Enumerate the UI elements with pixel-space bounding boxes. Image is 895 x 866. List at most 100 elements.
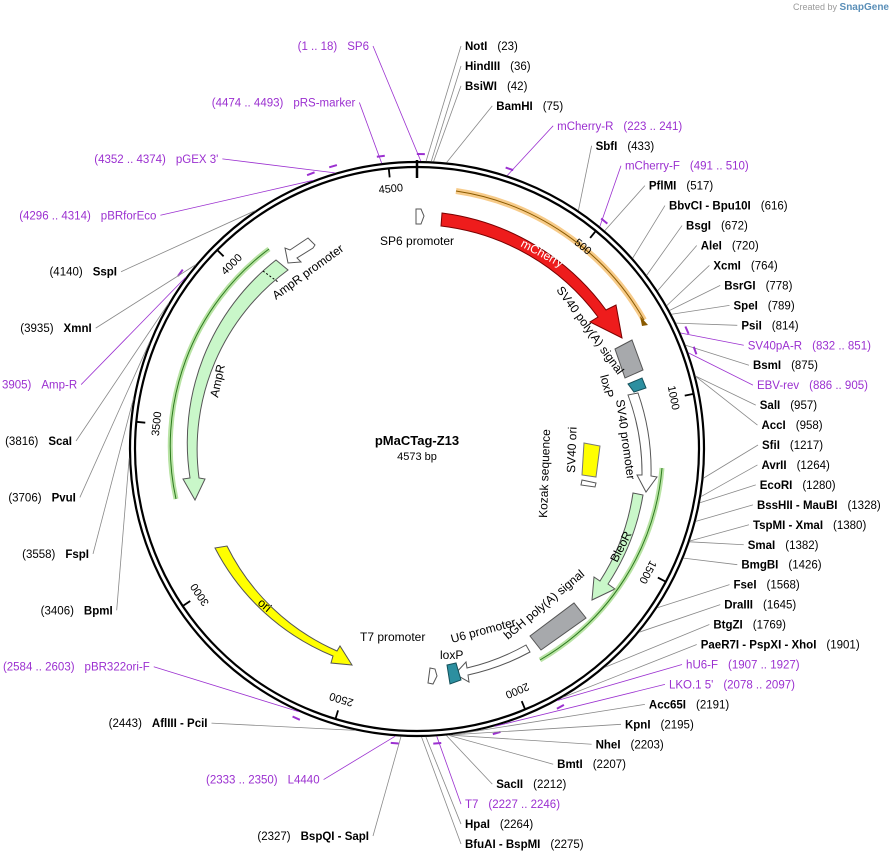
site-name: NotI <box>465 41 487 53</box>
site-label: PsiI(814) <box>741 320 798 332</box>
site-label: (3816)ScaI <box>5 436 72 448</box>
site-label: KpnI (2195) <box>625 719 694 731</box>
site-label: BfuAI - BspMI (2275) <box>465 839 584 851</box>
sp6-promoter-box <box>415 208 425 225</box>
primer-label: hU6-F(1907 .. 1927) <box>686 659 800 671</box>
site-position: (3886 .. 3905) <box>0 380 32 392</box>
site-name: BfuAI - BspMI <box>465 839 540 851</box>
site-label: BsiWI(42) <box>465 81 528 93</box>
site-label: (4140)SspI <box>49 267 117 279</box>
site-label: SpeI(789) <box>734 300 795 312</box>
site-position: (2327) <box>257 831 290 843</box>
feature-label-sp6-promoter: SP6 promoter <box>380 234 454 248</box>
site-label: PflMI(517) <box>649 181 714 193</box>
site-name: PaeR7I - PspXI - XhoI <box>701 640 817 652</box>
scale-tick-label: 2000 <box>504 680 531 700</box>
site-leader-line <box>657 245 698 292</box>
site-name: KpnI <box>625 719 651 731</box>
site-name: pRS-marker <box>293 97 355 109</box>
ori-arrow <box>214 545 353 666</box>
site-name: TspMI - XmaI <box>753 520 823 532</box>
site-position: (2275) <box>550 839 583 851</box>
kozak-box <box>580 479 597 488</box>
scale-tick-mark <box>182 600 191 607</box>
site-name: FseI <box>734 580 757 592</box>
site-position: (720) <box>732 241 759 253</box>
feature-labels: mCherry SV40 poly(A) signal loxP SV40 pr… <box>207 234 638 662</box>
site-leader-line <box>372 45 422 162</box>
site-position: (2207) <box>593 759 626 771</box>
primer-label: EBV-rev(886 .. 905) <box>757 380 868 392</box>
scale-tick-mark <box>657 576 667 583</box>
site-name: AleI <box>701 241 722 253</box>
site-position: (1280) <box>802 480 835 492</box>
site-label: AccI(958) <box>761 420 822 432</box>
site-position: (832 .. 851) <box>812 340 871 352</box>
site-leader-line <box>323 735 396 780</box>
bgh-polya-box <box>529 602 587 651</box>
primer-mark <box>684 326 690 335</box>
site-name: BbvCI - Bpu10I <box>669 201 751 213</box>
site-leader-line <box>646 225 683 276</box>
primer-label: T7(2227 .. 2246) <box>465 799 560 811</box>
site-name: DraIII <box>724 600 753 612</box>
scale-tick-mark <box>387 168 391 178</box>
site-position: (1380) <box>833 520 866 532</box>
site-leader-line <box>604 624 710 668</box>
primer-mark <box>600 217 608 225</box>
site-position: (1328) <box>847 500 880 512</box>
site-position: (1264) <box>797 460 830 472</box>
site-label: (3935)XmnI <box>20 323 91 335</box>
site-leader-line <box>688 352 754 386</box>
site-position: (4474 .. 4493) <box>212 97 284 109</box>
plasmid-name: pMaCTag-Z13 <box>375 433 459 448</box>
site-position: (814) <box>772 320 799 332</box>
primer-mark <box>433 742 442 745</box>
site-leader-line <box>116 458 130 611</box>
site-leader-line <box>506 125 554 176</box>
site-label: BmtI(2207) <box>557 759 626 771</box>
site-leader-line <box>358 102 383 164</box>
primer-label: mCherry-F(491 .. 510) <box>625 161 749 173</box>
site-label: SfiI(1217) <box>762 440 823 452</box>
site-name: SalI <box>760 400 780 412</box>
site-position: (3558) <box>22 549 55 561</box>
site-position: (1901) <box>826 640 859 652</box>
site-position: (433) <box>627 141 654 153</box>
site-leader-line <box>689 541 744 546</box>
site-label: BbvCI - Bpu10I(616) <box>669 201 788 213</box>
scale-tick-label: 4500 <box>378 182 404 196</box>
site-leader-line <box>683 557 738 566</box>
site-leader-line <box>92 398 134 554</box>
site-name: BspQI - SapI <box>301 831 369 843</box>
site-name: HpaI <box>465 819 490 831</box>
t7-promoter-box <box>427 667 438 685</box>
scale-tick-mark <box>684 392 694 397</box>
site-name: BsiWI <box>465 81 497 93</box>
site-name: AvrII <box>761 460 786 472</box>
site-position: (1217) <box>790 440 823 452</box>
site-name: EBV-rev <box>757 380 799 392</box>
site-labels: NotI(23)HindIII(36)BsiWI(42)BamHI(75)mCh… <box>0 41 881 851</box>
site-name: PvuI <box>52 492 76 504</box>
site-name: pBRforEco <box>101 210 157 222</box>
site-leader-line <box>695 376 758 426</box>
primer-mark <box>292 715 301 721</box>
site-leader-line <box>676 322 738 326</box>
site-position: (4140) <box>49 267 82 279</box>
bleor-outer-arc-line <box>539 467 663 661</box>
site-name: SP6 <box>347 41 369 53</box>
site-position: (2195) <box>661 719 694 731</box>
site-label: PaeR7I - PspXI - XhoI (1901) <box>701 640 860 652</box>
site-position: (2212) <box>533 779 566 791</box>
site-name: LKO.1 5' <box>669 679 713 691</box>
site-position: (3706) <box>8 492 41 504</box>
site-position: (1 .. 18) <box>298 41 338 53</box>
site-leader-line <box>211 722 356 731</box>
feature-graphics <box>167 188 665 685</box>
site-leader-line <box>666 265 710 306</box>
feature-label-bleor: BleoR <box>607 529 634 565</box>
site-leader-line <box>372 736 402 837</box>
loxp-1 <box>627 377 647 393</box>
primer-label: LKO.1 5'(2078 .. 2097) <box>669 679 795 691</box>
